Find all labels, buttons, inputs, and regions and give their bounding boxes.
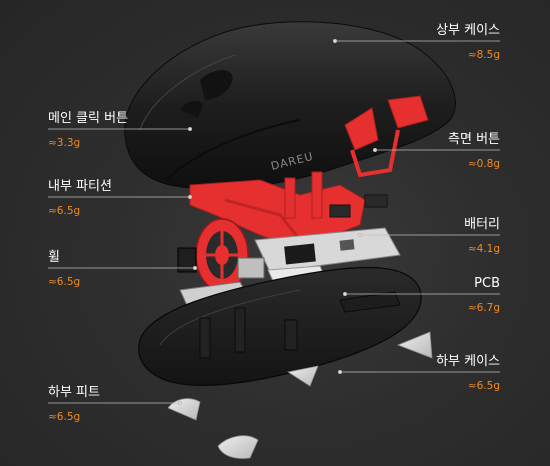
part-name: 측면 버튼: [448, 132, 500, 147]
part-weight: ≈3.3g: [48, 137, 81, 149]
part-name: PCB: [474, 276, 500, 291]
leader-lines: [48, 39, 500, 405]
label-top-case: 상부 케이스 ≈8.5g: [436, 23, 500, 62]
part-name: 하부 케이스: [436, 354, 500, 369]
part-name: 하부 피트: [48, 385, 100, 400]
feet-shapes: [167, 331, 433, 459]
label-wheel: 휠 ≈6.5g: [48, 250, 80, 289]
part-weight: ≈0.8g: [467, 158, 500, 170]
inner-frame-shape: [189, 171, 388, 251]
part-weight: ≈6.5g: [467, 380, 500, 392]
label-pcb: PCB ≈6.7g: [468, 276, 500, 315]
part-name: 메인 클릭 버튼: [48, 111, 129, 126]
label-main-click: 메인 클릭 버튼 ≈3.3g: [48, 111, 128, 150]
top-case-shape: DAREU: [124, 21, 456, 190]
part-weight: ≈4.1g: [467, 243, 500, 255]
part-weight: ≈6.7g: [467, 302, 500, 314]
part-weight: ≈6.5g: [48, 205, 81, 217]
part-weight: ≈6.5g: [48, 411, 81, 423]
label-battery: 배터리 ≈4.1g: [464, 217, 500, 256]
part-weight: ≈6.5g: [48, 276, 81, 288]
part-weight: ≈8.5g: [467, 49, 500, 61]
part-name: 배터리: [464, 217, 500, 232]
label-side-button: 측면 버튼 ≈0.8g: [448, 132, 500, 171]
label-bottom-case: 하부 케이스 ≈6.5g: [436, 354, 500, 393]
part-name: 휠: [48, 250, 60, 265]
part-name: 상부 케이스: [436, 23, 500, 38]
part-name: 내부 파티션: [48, 179, 112, 194]
bottom-case-shape: [138, 266, 422, 386]
label-inner-frame: 내부 파티션 ≈6.5g: [48, 179, 112, 218]
label-bottom-feet: 하부 피트 ≈6.5g: [48, 385, 100, 424]
